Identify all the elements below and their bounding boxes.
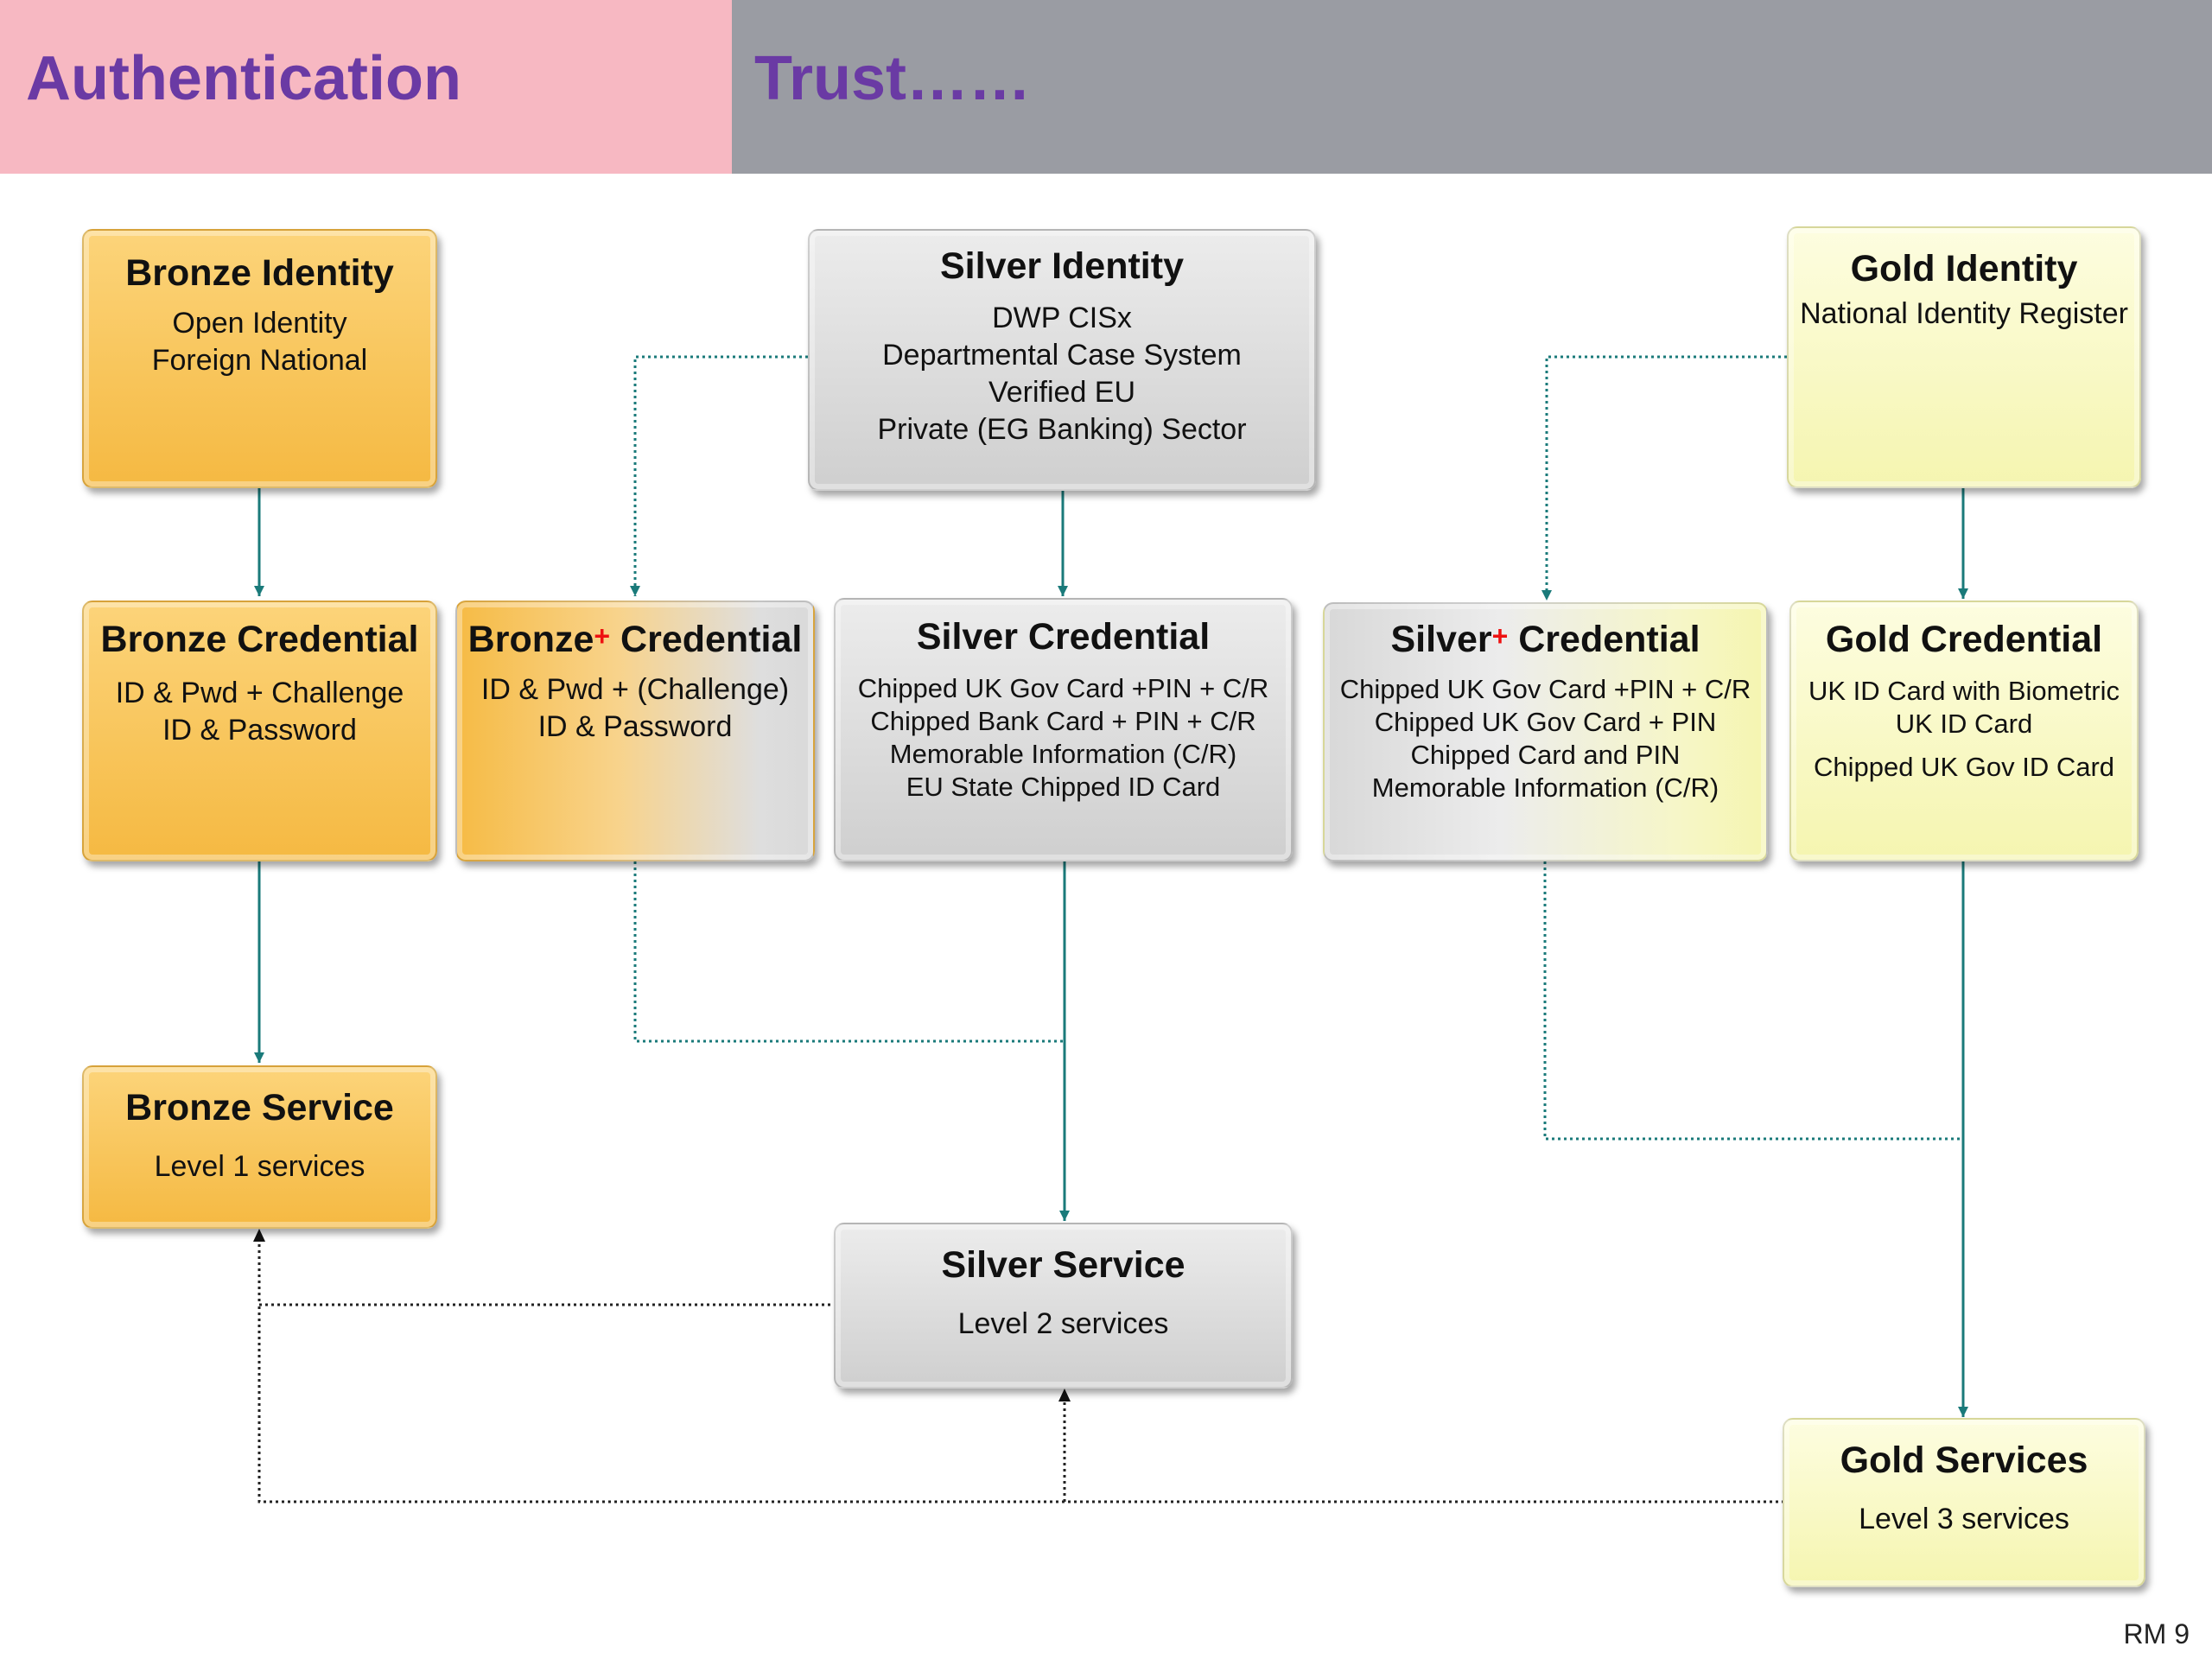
dotted-silver-plus-to-gold-services xyxy=(1543,861,1963,1141)
gold-credential-box: Gold Credential UK ID Card with Biometri… xyxy=(1789,601,2139,861)
page-mark: RM 9 xyxy=(2123,1618,2190,1649)
silver-identity-line: DWP CISx xyxy=(992,302,1132,334)
header-trust-title: Trust…… xyxy=(754,44,1032,113)
dotted-gold-identity-to-silver-plus xyxy=(1545,355,1787,601)
silver-credential-line: Chipped Bank Card + PIN + C/R xyxy=(870,706,1256,736)
silver-plus-credential-line: Chipped Card and PIN xyxy=(1410,740,1681,770)
bronze-service-title: Bronze Service xyxy=(125,1087,394,1128)
bronze-credential-line: ID & Pwd + Challenge xyxy=(115,677,404,709)
gold-credential-line: Chipped UK Gov ID Card xyxy=(1813,752,2115,782)
silver-identity-title: Silver Identity xyxy=(940,245,1184,287)
gold-identity-title: Gold Identity xyxy=(1850,248,2078,289)
silver-credential-title: Silver Credential xyxy=(916,616,1211,658)
plus-marker: + xyxy=(1491,620,1509,652)
silver-credential-line: Memorable Information (C/R) xyxy=(889,739,1237,769)
gold-services-box: Gold Services Level 3 services xyxy=(1783,1418,2145,1587)
dotted-gold-services-to-lower-services xyxy=(257,1305,1784,1503)
bronze-service-line: Level 1 services xyxy=(154,1150,365,1183)
gold-credential-title: Gold Credential xyxy=(1825,619,2103,660)
dotted-silver-identity-to-bronze-plus xyxy=(633,355,808,596)
gold-identity-line: National Identity Register xyxy=(1800,297,2128,330)
silver-plus-credential-line: Chipped UK Gov Card +PIN + C/R xyxy=(1339,674,1751,704)
bronze-plus-credential-title: Bronze+ Credential xyxy=(457,616,813,663)
bronze-service-box: Bronze Service Level 1 services xyxy=(82,1065,437,1229)
silver-identity-box: Silver Identity DWP CISx Departmental Ca… xyxy=(808,229,1316,491)
header-authentication-panel: Authentication xyxy=(0,0,732,174)
header-trust-panel: Trust…… xyxy=(732,0,2212,174)
silver-credential-line: Chipped UK Gov Card +PIN + C/R xyxy=(857,673,1269,703)
silver-service-box: Silver Service Level 2 services xyxy=(834,1223,1293,1389)
bronze-plus-credential-line: ID & Password xyxy=(537,710,733,743)
bronze-identity-title: Bronze Identity xyxy=(125,252,394,294)
bronze-identity-line: Open Identity xyxy=(172,307,347,340)
plus-marker: + xyxy=(594,620,611,652)
bronze-plus-title-suffix: Credential xyxy=(610,619,803,660)
bronze-identity-box: Bronze Identity Open Identity Foreign Na… xyxy=(82,229,437,488)
silver-plus-credential-title: Silver+ Credential xyxy=(1325,616,1766,663)
silver-plus-title-text: Silver xyxy=(1390,619,1492,660)
silver-identity-line: Departmental Case System xyxy=(882,339,1242,372)
silver-plus-credential-line: Memorable Information (C/R) xyxy=(1371,772,1719,803)
bronze-plus-credential-line: ID & Pwd + (Challenge) xyxy=(480,673,790,706)
silver-credential-box: Silver Credential Chipped UK Gov Card +P… xyxy=(834,598,1293,861)
gold-credential-line: UK ID Card xyxy=(1895,709,2033,739)
header-authentication-title: Authentication xyxy=(26,44,461,113)
silver-credential-line: EU State Chipped ID Card xyxy=(906,772,1221,802)
gold-identity-box: Gold Identity National Identity Register xyxy=(1787,226,2141,488)
gold-services-line: Level 3 services xyxy=(1859,1503,2069,1535)
silver-identity-line: Verified EU xyxy=(988,376,1136,409)
gold-credential-line: UK ID Card with Biometric xyxy=(1808,676,2120,706)
silver-service-line: Level 2 services xyxy=(957,1307,1169,1340)
bronze-credential-title: Bronze Credential xyxy=(100,619,419,660)
silver-plus-credential-line: Chipped UK Gov Card + PIN xyxy=(1374,707,1717,737)
bronze-identity-line: Foreign National xyxy=(151,344,368,377)
bronze-plus-credential-box: Bronze+ Credential ID & Pwd + (Challenge… xyxy=(455,601,815,861)
bronze-credential-box: Bronze Credential ID & Pwd + Challenge I… xyxy=(82,601,437,861)
gold-services-title: Gold Services xyxy=(1840,1440,2088,1481)
dotted-bronze-plus-to-silver-service xyxy=(633,861,1065,1043)
silver-plus-title-suffix: Credential xyxy=(1508,619,1700,660)
bronze-plus-title-text: Bronze xyxy=(467,619,594,660)
silver-service-title: Silver Service xyxy=(941,1244,1185,1286)
bronze-credential-line: ID & Password xyxy=(162,714,357,747)
silver-identity-line: Private (EG Banking) Sector xyxy=(877,413,1247,446)
dotted-silver-service-to-bronze-service xyxy=(257,1240,836,1306)
silver-plus-credential-box: Silver+ Credential Chipped UK Gov Card +… xyxy=(1323,602,1768,861)
